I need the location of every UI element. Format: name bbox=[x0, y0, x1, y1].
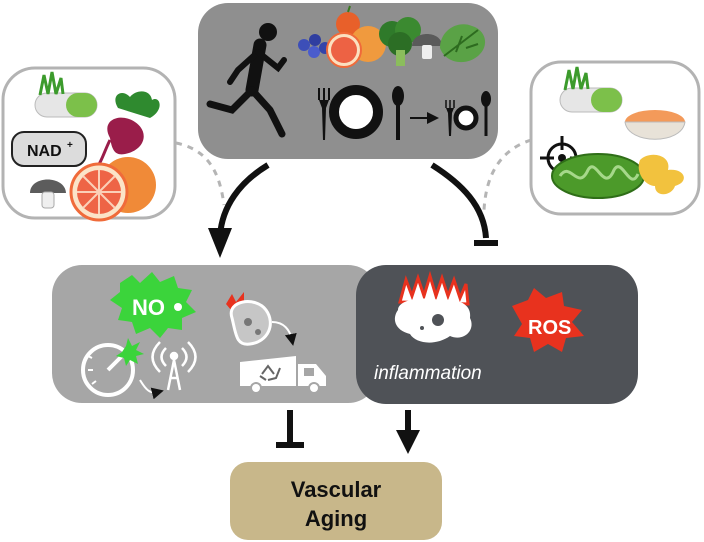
supplement-pill-icon bbox=[34, 71, 98, 118]
ros-label: ROS bbox=[528, 317, 571, 339]
nad-superscript: + bbox=[67, 140, 73, 151]
broccoli-icon bbox=[379, 17, 421, 66]
inflamed-cell-icon bbox=[394, 270, 472, 343]
nad-label: NAD bbox=[27, 143, 62, 160]
promote-arrow bbox=[217, 162, 270, 237]
mitochondrion-icon bbox=[551, 153, 645, 199]
outcome-line1: Vascular bbox=[291, 477, 382, 502]
damaging-panel: ROS inflammation bbox=[356, 265, 638, 404]
ginger-icon bbox=[638, 154, 684, 195]
gauge-icon bbox=[81, 338, 144, 397]
nad-badge: NAD + bbox=[11, 131, 87, 167]
lifestyle-panel bbox=[198, 3, 498, 159]
left-inset-panel: NAD + bbox=[1, 66, 177, 222]
fork-icon bbox=[318, 88, 330, 140]
no-burst: NO bbox=[110, 272, 196, 338]
spoon-icon bbox=[481, 91, 491, 136]
signal-arrow bbox=[139, 379, 164, 400]
protective-panel: NO bbox=[52, 265, 378, 403]
no-label: NO bbox=[132, 295, 165, 320]
inflammation-label: inflammation bbox=[374, 363, 482, 384]
vascular-aging-box: Vascular Aging bbox=[230, 462, 442, 540]
apple-icon bbox=[336, 5, 360, 36]
ros-burst: ROS bbox=[512, 288, 584, 352]
inhibit-arrow bbox=[430, 162, 489, 239]
spoon-icon bbox=[392, 86, 404, 140]
outcome-line2: Aging bbox=[305, 506, 367, 531]
promote-arrowhead bbox=[208, 228, 232, 258]
recycle-arrow bbox=[271, 321, 297, 346]
supplement-pill-icon bbox=[559, 66, 623, 113]
grapefruit-icon bbox=[69, 157, 156, 222]
leafy-greens-icon bbox=[440, 24, 486, 63]
right-inset-panel bbox=[529, 60, 701, 216]
dashed-connector-right bbox=[482, 138, 532, 211]
plate-icon bbox=[329, 85, 383, 139]
recycling-truck-icon bbox=[240, 356, 326, 394]
signal-icon bbox=[151, 341, 197, 391]
mushroom-icon bbox=[412, 34, 442, 59]
grapefruit-icon bbox=[326, 26, 386, 68]
powder-bowl-icon bbox=[624, 110, 686, 140]
dashed-connector-left bbox=[175, 141, 226, 206]
damaged-cell-icon bbox=[226, 292, 272, 346]
fork-icon bbox=[445, 100, 455, 136]
small-plate-icon bbox=[453, 105, 479, 131]
mushroom-icon bbox=[30, 179, 66, 209]
runner-icon bbox=[206, 23, 287, 138]
damage-arrowhead bbox=[396, 430, 420, 454]
